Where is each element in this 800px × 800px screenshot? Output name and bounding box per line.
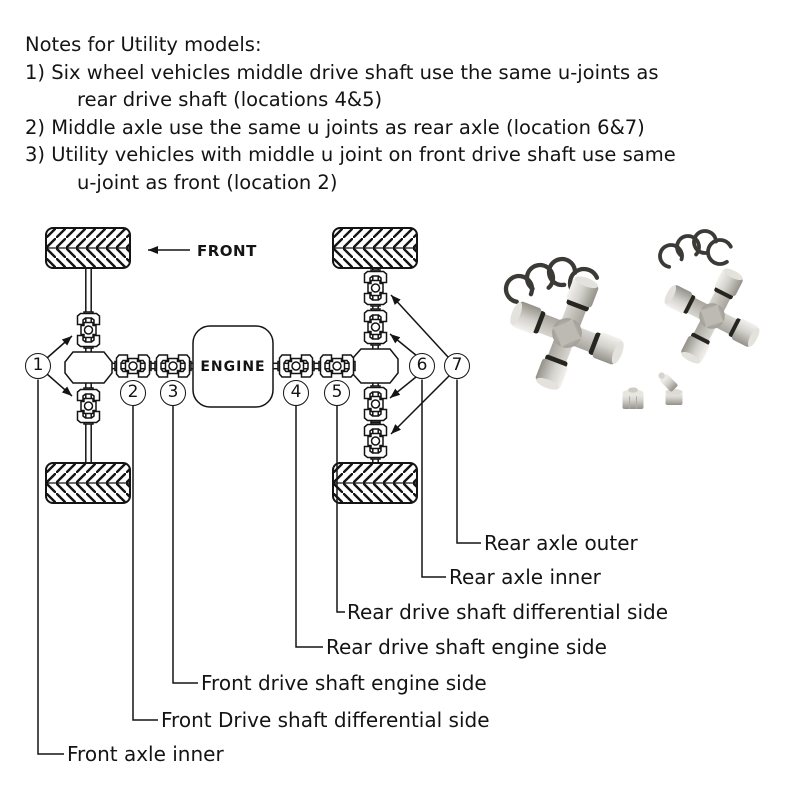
arrow-1-lower <box>46 373 73 397</box>
note-2: 2) Middle axle use the same u joints as … <box>25 115 645 139</box>
arrow-7-lower <box>390 375 450 435</box>
notes-block: Notes for Utility models: 1) Six wheel v… <box>25 31 676 196</box>
snap-ring-set-right <box>658 229 734 269</box>
leader-2 <box>132 406 158 721</box>
snap-ring <box>524 262 556 294</box>
ujoint-location-5 <box>318 354 356 378</box>
note-1-line-2: rear drive shaft (locations 4&5) <box>77 88 383 111</box>
location-marker-6: 6 <box>409 353 435 379</box>
grease-fitting-straight <box>622 387 644 409</box>
rear-left-tire <box>46 463 130 503</box>
arrow-7-upper <box>390 294 449 358</box>
note-3-line-2: u-joint as front (location 2) <box>77 170 338 194</box>
callout-label-front-axle-inner: Front axle inner <box>67 742 224 766</box>
location-marker-7: 7 <box>444 353 470 379</box>
note-1-line-1: 1) Six wheel vehicles middle drive shaft… <box>25 60 659 84</box>
ujoint-location-4 <box>277 354 315 378</box>
snap-ring <box>706 238 734 266</box>
ujoint-rear-axle-lower-outer <box>363 422 388 460</box>
arrow-6-lower <box>389 376 417 399</box>
leader-1 <box>37 379 64 755</box>
location-marker-4: 4 <box>283 380 309 406</box>
product-photo <box>491 229 780 409</box>
engine-label: ENGINE <box>200 359 266 375</box>
marker-arrows <box>46 294 450 435</box>
location-marker-1: 1 <box>25 353 51 379</box>
front-direction-label: FRONT <box>197 242 257 260</box>
engine-box <box>192 325 274 408</box>
snap-ring <box>503 273 535 305</box>
leader-3 <box>172 406 198 684</box>
front-left-tire <box>46 228 130 268</box>
arrow-1-upper <box>46 335 73 359</box>
location-marker-3: 3 <box>160 380 186 406</box>
ujoint-front-axle-lower <box>76 387 101 425</box>
ujoint-rear-axle-upper-inner <box>363 308 388 346</box>
rear-right-tire <box>333 463 417 503</box>
ujoint-rear-axle-lower-inner <box>363 385 388 423</box>
arrow-6-upper <box>389 333 418 357</box>
front-right-tire <box>333 228 417 268</box>
u-joint-cross-large <box>491 257 643 409</box>
callout-label-rear-drive-shaft-engine-side: Rear drive shaft engine side <box>326 635 607 659</box>
callout-leader-lines <box>37 379 481 755</box>
location-marker-5: 5 <box>324 380 350 406</box>
callout-label-rear-axle-inner: Rear axle inner <box>449 565 601 589</box>
leader-4 <box>295 406 323 648</box>
ujoint-location-3 <box>154 354 192 378</box>
callout-label-front-drive-shaft-engine-side: Front drive shaft engine side <box>201 671 487 695</box>
grease-fitting-angled <box>658 372 683 405</box>
rear-differential <box>351 348 399 384</box>
ujoint-front-axle-upper <box>76 311 101 349</box>
snap-ring <box>675 234 701 260</box>
leader-5 <box>336 406 345 613</box>
callout-label-rear-drive-shaft-differential-side: Rear drive shaft differential side <box>347 600 668 624</box>
note-3-line-1: 3) Utility vehicles with middle u joint … <box>25 143 676 166</box>
notes-title: Notes for Utility models: <box>25 33 262 56</box>
callout-label-rear-axle-outer: Rear axle outer <box>484 531 638 555</box>
location-marker-2: 2 <box>120 380 146 406</box>
ujoint-location-2 <box>114 354 152 378</box>
callout-label-front-drive-shaft-differential-side: Front Drive shaft differential side <box>161 708 490 732</box>
ujoint-rear-axle-upper-outer <box>363 269 388 307</box>
u-joint-cross-small <box>644 248 780 384</box>
snap-ring <box>658 243 684 269</box>
front-differential <box>64 351 113 384</box>
leader-7 <box>456 379 481 544</box>
leader-6 <box>421 379 446 578</box>
